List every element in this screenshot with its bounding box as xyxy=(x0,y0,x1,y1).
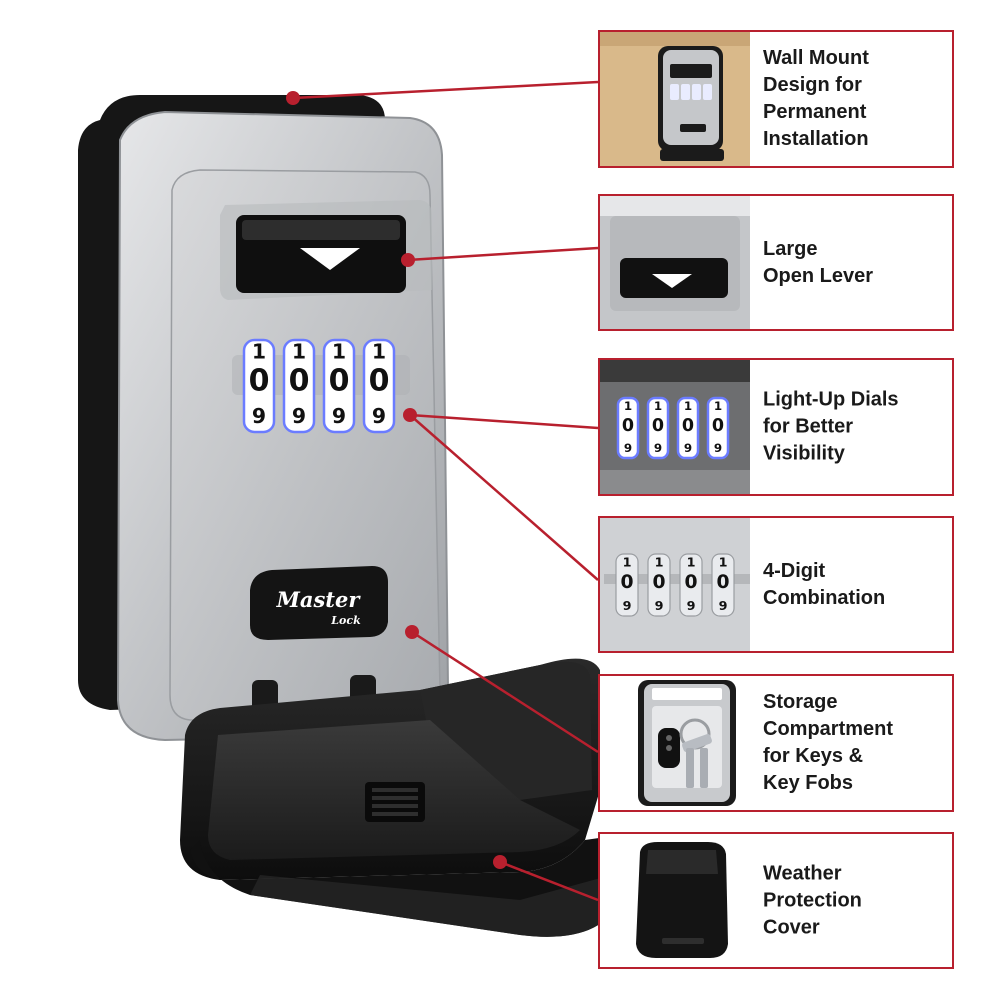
dial-digit: 1 xyxy=(687,555,696,570)
lever-thumbnail xyxy=(600,196,750,329)
lever-arrow-icon xyxy=(300,248,360,270)
dial-digit: 1 xyxy=(714,399,722,413)
dial-digit: 0 xyxy=(684,572,697,593)
dial-digit: 9 xyxy=(292,404,306,428)
open-cover-tray xyxy=(180,658,640,937)
storage-thumbnail xyxy=(600,676,750,810)
dial: 1 0 9 xyxy=(711,553,735,617)
dial-digit: 0 xyxy=(249,364,270,399)
dial-digit: 1 xyxy=(624,399,632,413)
dial: 1 0 9 xyxy=(679,553,703,617)
vent-grille xyxy=(365,782,425,822)
dial: 10 9 xyxy=(322,338,356,434)
dial-digit: 1 xyxy=(372,339,386,363)
dial: 1 0 9 xyxy=(706,396,730,460)
dial-digit: 0 xyxy=(369,364,390,399)
dial-digit: 9 xyxy=(252,404,266,428)
dial-digit: 0 xyxy=(652,572,665,593)
dial-digit: 0 xyxy=(622,416,634,436)
dial-digit: 1 xyxy=(684,399,692,413)
feature-light-up-dials: 1 0 9 1 0 9 1 0 9 1 0 9 Light-Up Dials for Better V… xyxy=(598,358,954,496)
dial-digit: 1 xyxy=(654,399,662,413)
dial-digit: 1 xyxy=(332,339,346,363)
callout-lines xyxy=(292,80,599,902)
dial: 10 9 xyxy=(242,338,276,434)
dial-digit: 9 xyxy=(719,599,728,614)
dial-digit: 9 xyxy=(714,441,722,455)
dial: 1 0 9 xyxy=(647,553,671,617)
feature-weather-cover: Weather Protection Cover xyxy=(598,832,954,969)
open-lever xyxy=(236,215,406,293)
wall-mount-thumbnail xyxy=(600,32,750,166)
feature-label-combination: 4-Digit Combination xyxy=(763,559,886,609)
dial-digit: 9 xyxy=(687,599,696,614)
dial: 1 0 9 xyxy=(616,396,640,460)
dial-digit: 1 xyxy=(655,555,664,570)
feature-open-lever: Large Open Lever xyxy=(598,194,954,331)
dial: 10 9 xyxy=(362,338,396,434)
feature-storage: Storage Compartment for Keys & Key Fobs xyxy=(598,674,954,812)
feature-wall-mount: Wall Mount Design for Permanent Installa… xyxy=(598,30,954,168)
dial-digit: 9 xyxy=(684,441,692,455)
dial-digit: 0 xyxy=(712,416,724,436)
dial-digit: 0 xyxy=(682,416,694,436)
feature-label-storage: Storage Compartment for Keys & Key Fobs xyxy=(763,691,894,794)
dial-digit: 0 xyxy=(716,572,729,593)
dial-digit: 1 xyxy=(623,555,632,570)
dial: 1 0 9 xyxy=(646,396,670,460)
dial-digit: 0 xyxy=(329,364,350,399)
brand-text-top: Master xyxy=(276,587,362,612)
feature-label-wall-mount: Wall Mount Design for Permanent Installa… xyxy=(763,47,869,150)
brand-badge: Master Lock xyxy=(250,566,388,640)
dial-digit: 9 xyxy=(624,441,632,455)
feature-label-light-up-dials: Light-Up Dials for Better Visibility xyxy=(763,388,899,465)
feature-label-weather-cover: Weather Protection Cover xyxy=(763,862,862,938)
feature-combination: 1 0 9 1 0 9 1 0 9 1 0 9 4-Digit Combination xyxy=(598,516,954,653)
dial-digit: 0 xyxy=(620,572,633,593)
dial-digit: 0 xyxy=(652,416,664,436)
dial: 1 0 9 xyxy=(615,553,639,617)
dial-digit: 0 xyxy=(289,364,310,399)
dial-digit: 9 xyxy=(372,404,386,428)
weather-cover-thumbnail xyxy=(600,834,750,967)
dial: 10 9 xyxy=(282,338,316,434)
brand-text-bottom: Lock xyxy=(330,614,361,627)
dial-digit: 1 xyxy=(252,339,266,363)
feature-label-open-lever: Large Open Lever xyxy=(763,237,874,287)
dial-digit: 1 xyxy=(292,339,306,363)
dial-digit: 9 xyxy=(332,404,346,428)
combination-thumbnail: 1 0 9 1 0 9 1 0 9 1 0 9 xyxy=(600,518,750,651)
dial: 1 0 9 xyxy=(676,396,700,460)
dial-digit: 1 xyxy=(719,555,728,570)
dial-digit: 9 xyxy=(623,599,632,614)
light-dials-thumbnail: 1 0 9 1 0 9 1 0 9 1 0 9 xyxy=(600,360,750,494)
callout-dots xyxy=(286,91,507,869)
dial-digit: 9 xyxy=(654,441,662,455)
dial-digit: 9 xyxy=(655,599,664,614)
